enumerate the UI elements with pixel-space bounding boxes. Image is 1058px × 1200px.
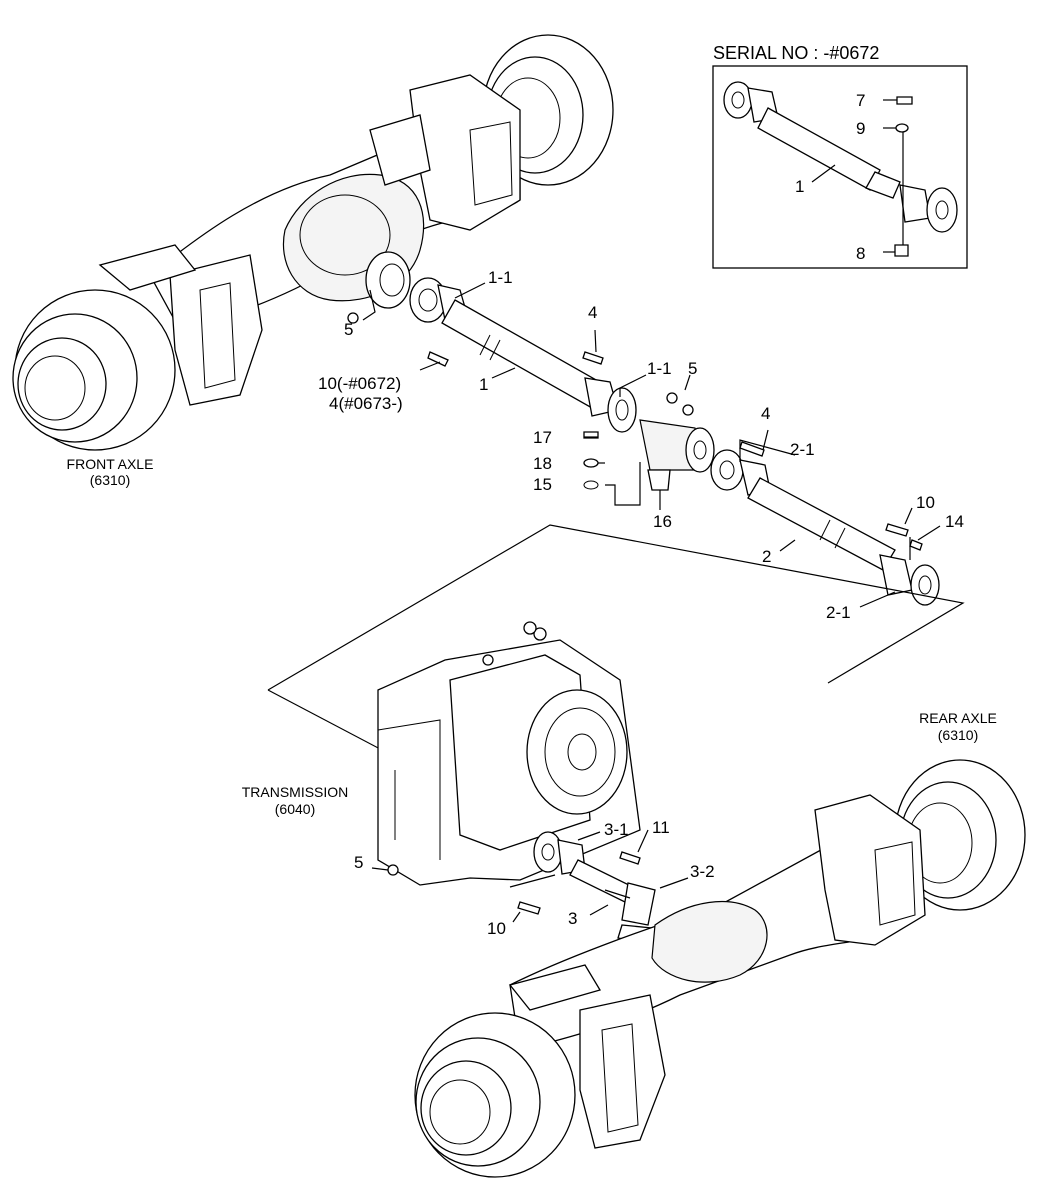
callout-rear-yoke-bottom: 2-1 (826, 603, 851, 622)
serial-callout-washer: 9 (856, 119, 865, 138)
callout-trans-flange: 3-2 (690, 862, 715, 881)
callout-rear-washer: 14 (945, 512, 964, 531)
rear-propeller-shaft (710, 449, 940, 606)
callout-center-yoke: 1-1 (647, 359, 672, 378)
serial-inset-frame (712, 65, 968, 269)
callout-bearing-shim: 15 (533, 475, 552, 494)
serial-callout-shaft: 1 (795, 177, 804, 196)
front-fasteners (347, 312, 923, 551)
callout-trans-yoke: 3-1 (604, 820, 629, 839)
center-bearing-drawing (639, 392, 715, 491)
callout-trans-bolt-lower: 10 (487, 919, 506, 938)
transmission-name: TRANSMISSION (242, 784, 349, 800)
front-leader-lines (362, 282, 941, 608)
callout-rear-bolt-top: 4 (761, 404, 770, 423)
serial-inset-shaft-drawing (723, 81, 958, 257)
front-axle-drawing (12, 34, 614, 451)
callout-trans-bolt: 11 (652, 818, 670, 837)
callout-front-bolt-b: 4(#0673-) (329, 394, 403, 413)
front-axle-code: (6310) (90, 472, 130, 488)
callout-center-bearing: 16 (653, 512, 672, 531)
callout-center-nut: 5 (688, 359, 697, 378)
rear-axle-name: REAR AXLE (919, 710, 997, 726)
callout-rear-yoke-top: 2-1 (790, 440, 815, 459)
serial-callout-bolt: 7 (856, 91, 865, 110)
callout-bearing-washer: 18 (533, 454, 552, 473)
callout-center-bolt-left: 4 (588, 303, 597, 322)
callout-front-nut: 5 (344, 320, 353, 339)
serial-callout-nut: 8 (856, 244, 865, 263)
callout-rear-bolt-right: 10 (916, 493, 935, 512)
transmission-code: (6040) (275, 801, 315, 817)
serial-title: SERIAL NO : -#0672 (713, 43, 879, 63)
transmission-drawing (377, 621, 641, 886)
transmission-shaft-drawing (371, 829, 689, 943)
front-propeller-shaft (409, 277, 637, 433)
callout-bearing-bolt: 17 (533, 428, 552, 447)
rear-axle-code: (6310) (938, 727, 978, 743)
callout-rear-shaft: 2 (762, 547, 771, 566)
callout-front-shaft: 1 (479, 375, 488, 394)
front-axle-name: FRONT AXLE (67, 456, 154, 472)
callout-trans-shaft: 3 (568, 909, 577, 928)
callout-front-yoke: 1-1 (488, 268, 513, 287)
callout-front-bolt-a: 10(-#0672) (318, 374, 401, 393)
rear-axle-drawing (414, 759, 1026, 1178)
callout-trans-nut: 5 (354, 853, 363, 872)
